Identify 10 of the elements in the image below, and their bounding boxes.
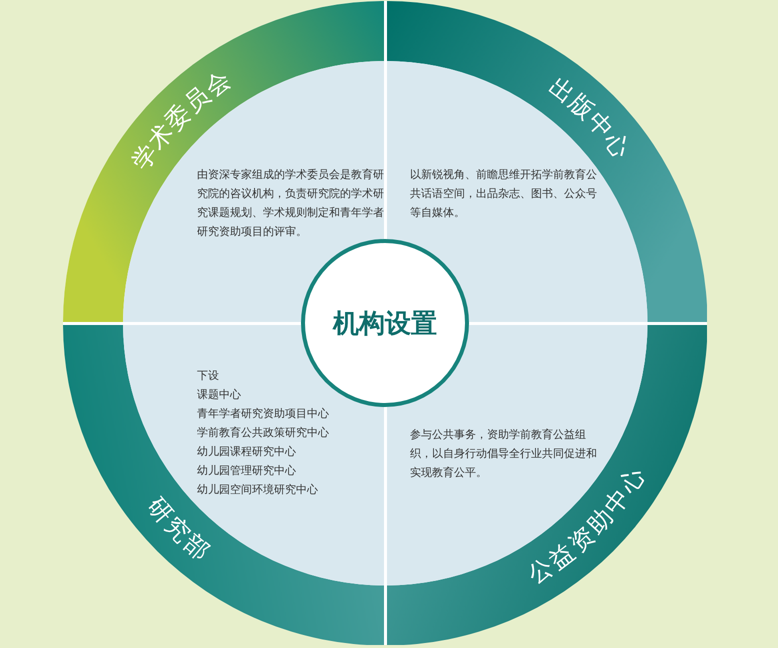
description-text: 学前教育公共政策研究中心 — [197, 425, 330, 441]
center-title: 机构设置 — [333, 308, 437, 340]
description-text: 青年学者研究资助项目中心 — [197, 406, 330, 422]
description-text: 幼儿园管理研究中心 — [197, 463, 297, 479]
description-text: 课题中心 — [197, 387, 242, 403]
description-text: 幼儿园课程研究中心 — [197, 444, 297, 460]
description-text: 由资深专家组成的学术委员会是教育研究院的咨议机构，负责研究院的学术研究课题规划、学术规则制定和青年学者研究资助项目的评审。 — [197, 167, 385, 240]
description-text: 下设 — [197, 368, 220, 384]
description-text: 以新锐视角、前瞻思维开拓学前教育公共话语空间，出品杂志、图书、公众号等自媒体。 — [410, 167, 598, 221]
section-heading: 出版中心 — [543, 72, 636, 165]
